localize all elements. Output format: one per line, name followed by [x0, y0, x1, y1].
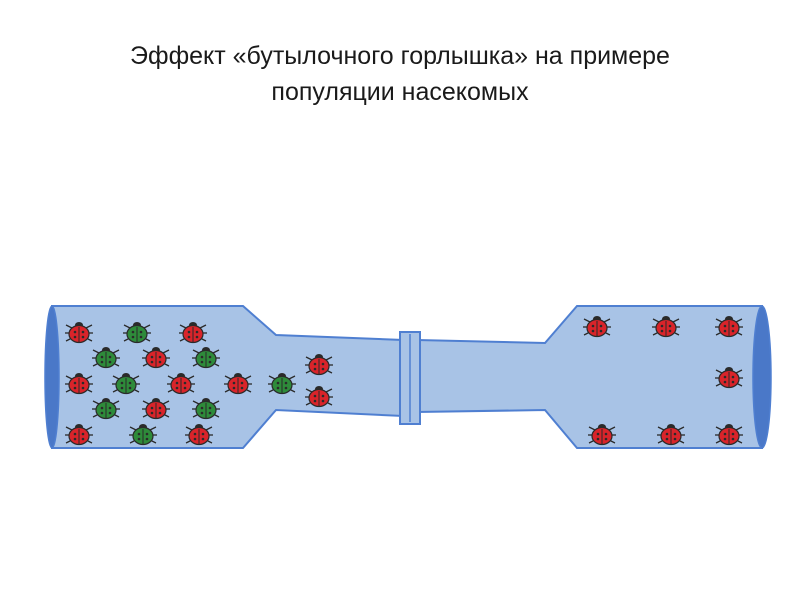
- insect-before-red: [65, 373, 93, 395]
- slide-title: Эффект «бутылочного горлышка» на примере…: [0, 38, 800, 110]
- insect-before-green: [92, 347, 120, 369]
- insect-before-green: [112, 373, 140, 395]
- insect-after-red: [657, 424, 685, 446]
- right-end-cap: [752, 305, 772, 449]
- insect-before-red: [142, 347, 170, 369]
- left-end-cap: [44, 305, 60, 449]
- insect-after-red: [715, 316, 743, 338]
- insect-neck-red: [305, 354, 333, 376]
- insect-after-red: [583, 316, 611, 338]
- insect-before-red: [185, 424, 213, 446]
- insect-after-red: [715, 367, 743, 389]
- insect-before-red: [179, 322, 207, 344]
- insect-before-green: [123, 322, 151, 344]
- insect-before-green: [192, 398, 220, 420]
- insect-after-red: [715, 424, 743, 446]
- insect-before-green: [268, 373, 296, 395]
- insect-before-red: [224, 373, 252, 395]
- insect-population: [65, 316, 743, 446]
- insect-after-red: [652, 316, 680, 338]
- insect-before-red: [65, 424, 93, 446]
- insect-after-red: [588, 424, 616, 446]
- insect-before-green: [92, 398, 120, 420]
- insect-neck-red: [305, 386, 333, 408]
- insect-before-red: [65, 322, 93, 344]
- title-line-2: популяции насекомых: [271, 78, 529, 106]
- insect-before-red: [167, 373, 195, 395]
- title-line-1: Эффект «бутылочного горлышка» на примере: [130, 42, 670, 70]
- insect-before-green: [192, 347, 220, 369]
- insect-before-red: [142, 398, 170, 420]
- insect-before-green: [129, 424, 157, 446]
